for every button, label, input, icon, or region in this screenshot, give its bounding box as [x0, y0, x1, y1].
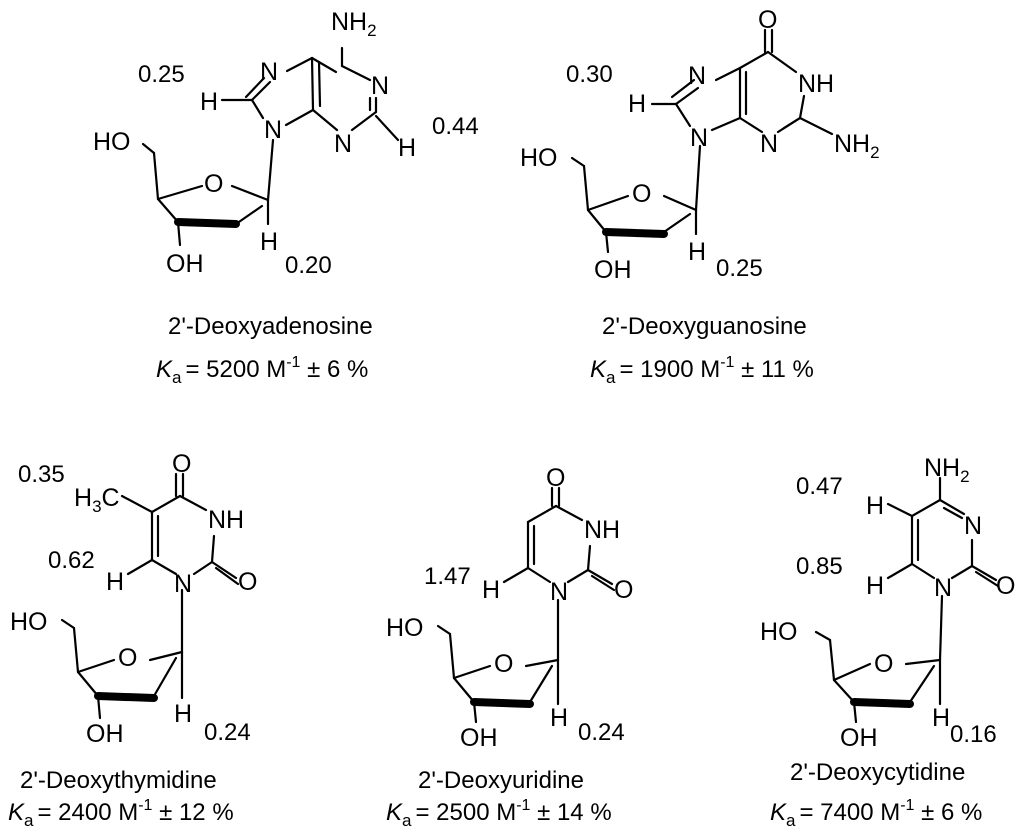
shift-value: 0.25: [716, 255, 763, 282]
shift-value: 1.47: [424, 563, 471, 590]
atom-oh: OH: [86, 720, 124, 748]
ka-value: Ka= 7400 M-1 ± 6 %: [770, 797, 982, 830]
atom-n3: N: [760, 130, 778, 158]
atom-h6: H: [866, 572, 884, 600]
atom-oh: OH: [166, 250, 204, 278]
atom-ring-o: O: [874, 650, 893, 678]
bonds-deoxycytidine: [814, 476, 1000, 724]
atom-nh2: NH2: [924, 454, 970, 486]
atom-n9: N: [264, 116, 282, 144]
atom-n1: N: [174, 570, 192, 598]
ka-value: Ka= 1900 M-1 ± 11 %: [590, 354, 814, 387]
atom-o2: O: [996, 572, 1015, 600]
bonds-deoxyuridine: [436, 486, 616, 724]
shift-value: 0.30: [566, 61, 613, 88]
atom-h8: H: [200, 88, 218, 116]
shift-value: 0.24: [578, 719, 625, 746]
molecule-deoxyuridine: O NH O H N HO O OH H 1.47 0.24 2'-Deoxyu…: [386, 464, 633, 830]
molecule-deoxyadenosine: NH2 N N N N H H HO O OH H 0.25 0.44 0.20…: [93, 8, 479, 387]
shift-value: 0.44: [432, 113, 479, 140]
atom-n3: N: [964, 512, 982, 540]
bonds-deoxyguanosine: [570, 28, 834, 254]
atom-ring-o: O: [494, 650, 513, 678]
molecule-deoxythymidine: O H3C NH O H N HO O OH H 0.35 0.62 0.24 …: [8, 450, 257, 830]
atom-h3c: H3C: [74, 484, 120, 516]
ka-value: Ka= 2500 M-1 ± 14 %: [386, 797, 612, 830]
molecule-name: 2'-Deoxyuridine: [418, 767, 584, 794]
atom-o2: O: [238, 568, 257, 596]
atom-n3: N: [334, 130, 352, 158]
atom-ho: HO: [10, 608, 48, 636]
atom-n1: N: [550, 578, 568, 606]
atom-h1p: H: [174, 700, 192, 728]
atom-ring-o: O: [204, 170, 223, 198]
shift-value: 0.62: [48, 547, 95, 574]
atom-h1p: H: [260, 228, 278, 256]
molecule-deoxycytidine: NH2 H N H N O HO O OH H 0.47 0.85 0.16 2…: [760, 454, 1015, 830]
molecule-name: 2'-Deoxycytidine: [790, 759, 965, 786]
atom-ring-o: O: [632, 180, 651, 208]
molecule-name: 2'-Deoxyadenosine: [168, 313, 373, 340]
atom-h2: H: [398, 134, 416, 162]
atom-ho: HO: [93, 128, 131, 156]
atom-ho: HO: [386, 614, 424, 642]
molecule-name: 2'-Deoxyguanosine: [602, 313, 807, 340]
molecule-deoxyguanosine: O NH N N N NH2 H HO O OH H 0.30 0.25 2'-…: [520, 6, 880, 387]
atom-o2: O: [614, 576, 633, 604]
bonds-deoxyadenosine: [141, 46, 400, 247]
atom-oh: OH: [460, 724, 498, 752]
shift-value: 0.85: [796, 553, 843, 580]
atom-h6: H: [106, 568, 124, 596]
atom-h1p: H: [932, 704, 950, 732]
atom-h1p: H: [688, 238, 706, 266]
shift-value: 0.16: [950, 721, 997, 748]
atom-n7: N: [260, 58, 278, 86]
atom-nh2: NH2: [331, 8, 377, 40]
atom-oh: OH: [594, 256, 632, 284]
shift-value: 0.35: [18, 461, 65, 488]
atom-nh: NH: [584, 516, 620, 544]
atom-o4: O: [546, 464, 565, 492]
atom-nh: NH: [798, 70, 834, 98]
atom-ho: HO: [760, 618, 798, 646]
atom-h1p: H: [550, 704, 568, 732]
atom-o6: O: [758, 6, 777, 34]
atom-o4: O: [172, 450, 191, 478]
atom-n1: N: [371, 72, 389, 100]
atom-h6: H: [482, 576, 500, 604]
atom-ho: HO: [520, 144, 558, 172]
ka-value: Ka= 5200 M-1 ± 6 %: [156, 354, 368, 387]
atom-oh: OH: [840, 724, 878, 752]
bonds-deoxythymidine: [60, 472, 240, 720]
ka-value: Ka= 2400 M-1 ± 12 %: [8, 797, 234, 830]
atom-n9: N: [690, 124, 708, 152]
atom-n7: N: [688, 62, 706, 90]
atom-nh2: NH2: [834, 130, 880, 162]
shift-value: 0.20: [285, 252, 332, 279]
atom-h5: H: [866, 492, 884, 520]
atom-h8: H: [628, 90, 646, 118]
atom-nh: NH: [208, 506, 244, 534]
shift-value: 0.24: [204, 719, 251, 746]
atom-ring-o: O: [118, 644, 137, 672]
molecule-name: 2'-Deoxythymidine: [20, 767, 217, 794]
shift-value: 0.47: [796, 473, 843, 500]
shift-value: 0.25: [138, 61, 185, 88]
atom-n1: N: [934, 574, 952, 602]
